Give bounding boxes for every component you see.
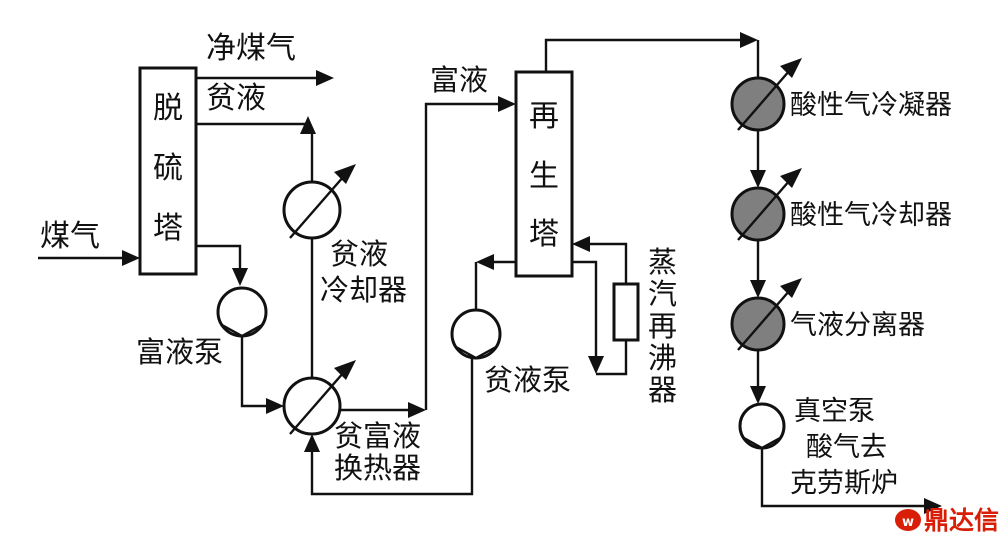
separator-diagonal [737,289,791,351]
lean-pump-label: 贫液泵 [484,363,571,397]
lean-pump-symbol [455,345,497,360]
acid-cooler-label: 酸性气冷却器 [790,200,952,231]
acid-cooler-diagonal [737,179,791,241]
reboiler-bottom-line [596,340,628,376]
condenser-label: 酸性气冷凝器 [790,90,952,121]
reboiler-char-2: 汽 [648,277,677,311]
regen-bottom-arrow [476,254,494,270]
cooler-label-2: 冷却器 [320,273,407,307]
separator-label: 气液分离器 [790,310,925,341]
rich-pump-label: 富液泵 [136,335,223,369]
regen-char-3: 塔 [529,217,559,252]
clean-gas-label: 净煤气 [206,31,296,66]
condenser-arrowhead [780,58,802,78]
vacuum-pump [738,402,786,450]
reboiler-char-3: 再 [648,309,677,343]
tower-char-2: 硫 [153,151,183,186]
watermark-text: 鼎达信 [924,506,999,535]
coal-gas-label: 煤气 [40,219,100,254]
lean-solution-return-line [196,122,310,132]
regen-char-1: 再 [529,99,559,134]
watermark-logo-glyph: w [902,515,914,530]
exchanger-arrowhead [334,360,356,380]
condenser-to-cooler-arrow [750,170,766,188]
tower-bottom-line [196,244,242,268]
regen-inlet-arrow [498,96,516,112]
claus-label-1: 酸气去 [806,432,887,463]
reboiler-feed-arrow [588,356,604,374]
exchanger-bottom-arrow [304,434,320,452]
reboiler-return-arrow [572,236,590,252]
rich-pump-outlet-line [240,336,266,408]
rich-solution-pump [216,286,268,338]
watermark-logo: w 鼎达信 [895,506,999,535]
rich-solution-label: 富液 [430,63,488,97]
separator-arrowhead [780,278,802,298]
reboiler-char-5: 器 [648,373,677,407]
watermark-logo-mark [895,509,921,531]
reboiler-char-4: 沸 [648,341,677,375]
steam-reboiler [612,282,640,342]
cooler-arrowhead [334,164,356,184]
tower-char-1: 脱 [153,91,183,126]
regeneration-tower [514,70,574,278]
rich-pump-inlet-arrow [232,268,248,286]
exchanger-label-2: 换热器 [334,451,421,485]
reboiler-return-line [590,242,628,284]
claus-outlet-arrow [924,498,942,514]
lean-solution-top-label: 贫液 [206,81,266,116]
lean-solution-return-arrow [300,116,316,134]
exchanger-diagonal [289,371,345,435]
cooler-to-separator-arrow [750,280,766,298]
lean-return-loop [310,346,474,496]
claus-label-2: 克劳斯炉 [790,468,898,499]
vacuum-pump-label: 真空泵 [794,396,875,427]
cooler-label-1: 贫液 [330,237,388,271]
condenser-diagonal [737,69,791,131]
separator-to-pump-arrow [750,386,766,404]
desulfurization-tower [138,66,198,276]
clean-gas-arrow [316,70,334,86]
regen-char-2: 生 [529,159,559,194]
lean-solution-pump [450,308,502,360]
claus-outlet-line [760,448,924,508]
tower-char-3: 塔 [153,211,183,246]
acid-cooler-arrowhead [780,168,802,188]
exchanger-label-1: 贫富液 [334,419,421,453]
reboiler-char-1: 蒸 [648,245,677,279]
reboiler-feed-line [572,260,598,356]
rich-solution-line [424,102,498,410]
acid-gas-top-arrow [740,32,758,48]
exchanger-inlet-arrow [266,398,284,414]
acid-gas-top-line [544,38,740,72]
coal-gas-arrow [122,250,140,266]
cooler-diagonal [289,175,345,239]
exchanger-rich-outlet-arrow [408,402,426,418]
